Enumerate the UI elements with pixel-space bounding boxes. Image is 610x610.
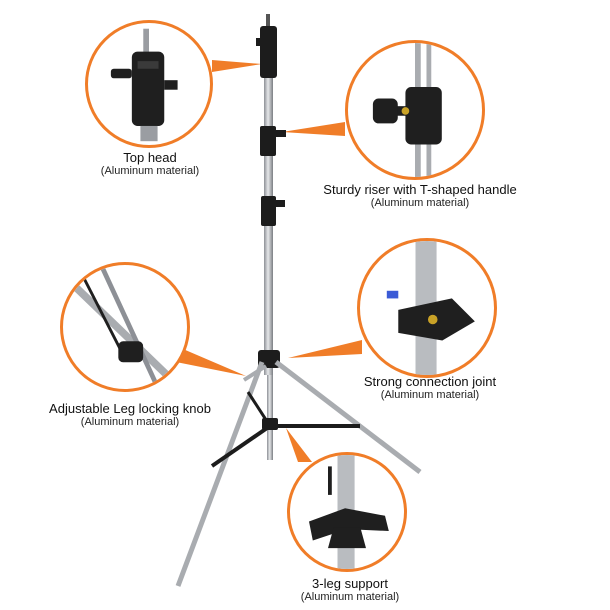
joint-closeup (386, 241, 475, 375)
support-zoom-circle (287, 452, 407, 572)
support-caption: 3-leg support (Aluminum material) (270, 576, 430, 603)
leg-knob-closeup (69, 265, 181, 389)
riser-closeup (372, 43, 442, 177)
joint-caption: Strong connection joint (Aluminum materi… (330, 374, 530, 401)
riser-subtitle: (Aluminum material) (370, 197, 470, 209)
top-head-zoom-circle (85, 20, 213, 148)
leg-knob-subtitle: (Aluminum material) (80, 416, 180, 428)
support-subtitle: (Aluminum material) (300, 591, 400, 603)
top-head-caption: Top head (Aluminum material) (70, 150, 230, 177)
joint-subtitle: (Aluminum material) (380, 389, 480, 401)
pointer-joint (288, 340, 362, 358)
top-head-closeup (110, 28, 178, 142)
support-closeup (309, 455, 389, 569)
top-head-subtitle: (Aluminum material) (100, 165, 200, 177)
support-title: 3-leg support (312, 576, 388, 591)
pointer-leg-knob (176, 346, 246, 376)
leg-knob-caption: Adjustable Leg locking knob (Aluminum ma… (20, 401, 240, 428)
pointer-top-head (212, 60, 262, 72)
riser-zoom-circle (345, 40, 485, 180)
top-head-title: Top head (123, 150, 177, 165)
pointer-riser (282, 122, 345, 136)
joint-zoom-circle (357, 238, 497, 378)
pointer-support (286, 428, 312, 462)
riser-title: Sturdy riser with T-shaped handle (323, 182, 517, 197)
leg-knob-title: Adjustable Leg locking knob (49, 401, 211, 416)
leg-knob-zoom-circle (60, 262, 190, 392)
joint-title: Strong connection joint (363, 374, 497, 389)
riser-caption: Sturdy riser with T-shaped handle (Alumi… (300, 182, 540, 209)
